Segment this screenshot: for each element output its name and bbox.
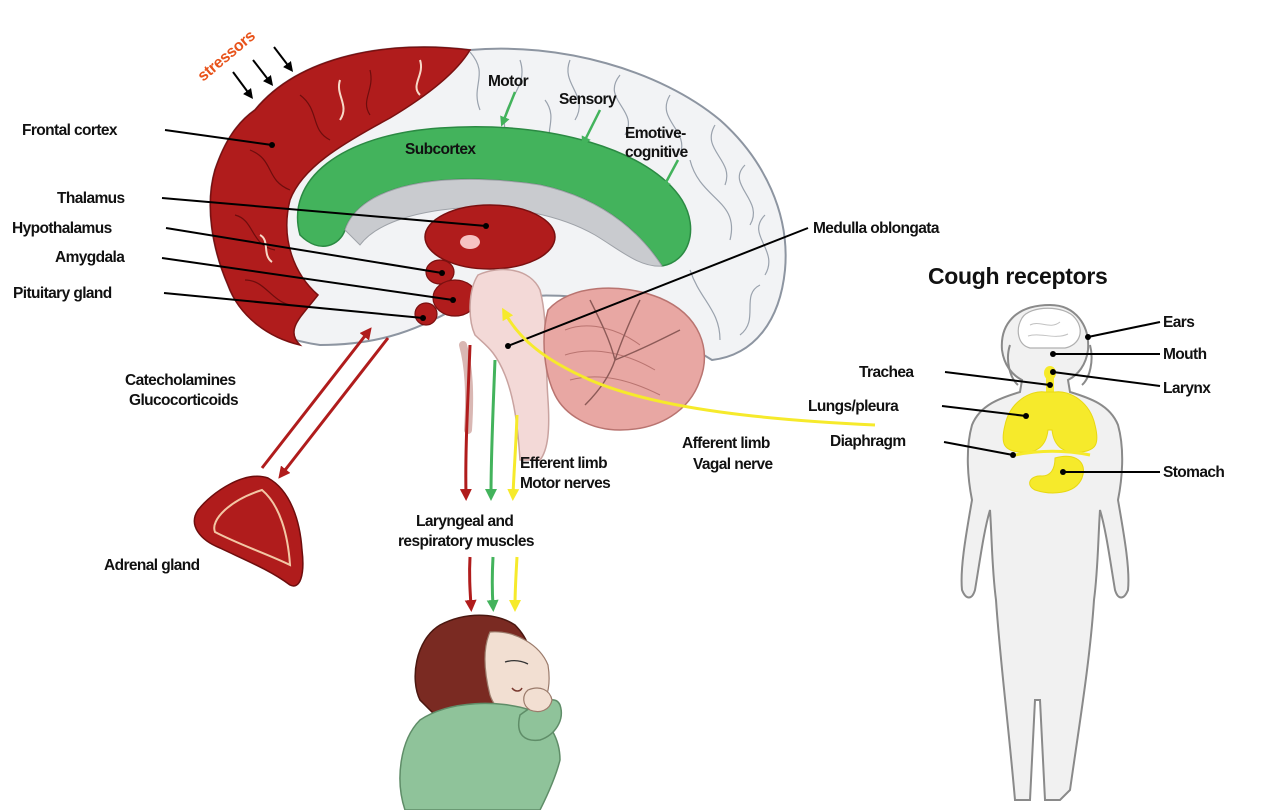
hypothalamus-label: Hypothalamus	[12, 220, 112, 237]
catecholamines-label: Catecholamines	[125, 372, 235, 389]
efferent-label-1: Efferent limb	[520, 455, 607, 472]
mouth-label: Mouth	[1163, 346, 1207, 363]
trachea-label: Trachea	[859, 364, 914, 381]
muscles-label-1: Laryngeal and	[416, 513, 513, 530]
stomach-label: Stomach	[1163, 464, 1224, 481]
afferent-label-2: Vagal nerve	[693, 456, 774, 473]
emotive-label-2: cognitive	[625, 144, 689, 161]
stressors-label: stressors	[195, 27, 259, 85]
amygdala-label: Amygdala	[55, 249, 125, 266]
motor-label: Motor	[488, 73, 529, 90]
hormone-arrows	[262, 332, 388, 474]
pituitary-label: Pituitary gland	[13, 285, 112, 302]
thalamus-label: Thalamus	[57, 190, 125, 207]
brain	[210, 47, 785, 460]
afferent-label-1: Afferent limb	[682, 435, 770, 452]
frontal-cortex-label: Frontal cortex	[22, 122, 118, 139]
sensory-label: Sensory	[559, 91, 617, 108]
medulla-label: Medulla oblongata	[813, 220, 940, 237]
muscles-label-2: respiratory muscles	[398, 533, 534, 550]
cerebellum	[544, 288, 704, 430]
thalamus	[425, 205, 555, 269]
emotive-label-1: Emotive-	[625, 125, 686, 142]
glucocorticoids-label: Glucocorticoids	[129, 392, 238, 409]
subcortex-label: Subcortex	[405, 141, 476, 158]
larynx-label: Larynx	[1163, 380, 1211, 397]
diaphragm-label: Diaphragm	[830, 433, 906, 450]
adrenal-gland	[194, 476, 302, 586]
medulla-oblongata	[470, 270, 549, 460]
adrenal-label: Adrenal gland	[104, 557, 200, 574]
ears-label: Ears	[1163, 314, 1194, 331]
coughing-woman	[400, 615, 561, 810]
muscle-output-arrows	[470, 557, 517, 606]
lungs-label: Lungs/pleura	[808, 398, 899, 415]
pituitary-gland	[415, 303, 437, 325]
cough-receptors-title: Cough receptors	[928, 263, 1108, 289]
efferent-label-2: Motor nerves	[520, 475, 610, 492]
